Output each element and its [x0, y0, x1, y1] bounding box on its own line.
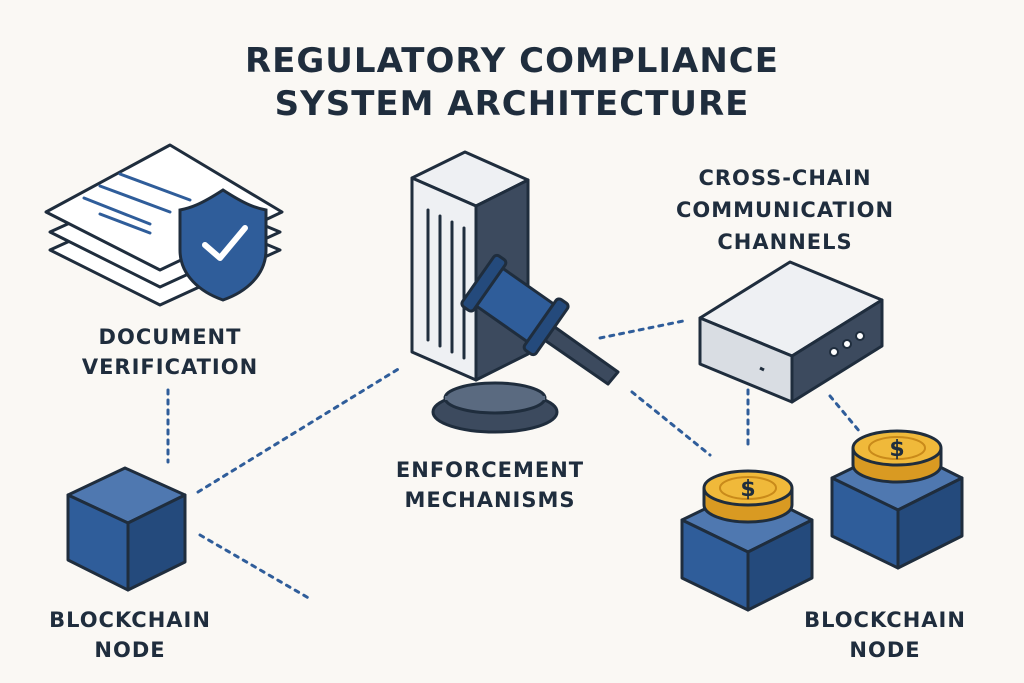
- blockchain-node-right-line-1: BLOCKCHAIN: [804, 608, 966, 632]
- title-line-2: SYSTEM ARCHITECTURE: [274, 84, 750, 124]
- connector-node-to-enforcement: [196, 366, 402, 494]
- blockchain-node-right-line-2: NODE: [849, 638, 921, 662]
- coin-symbol-a: $: [740, 477, 755, 502]
- cross-chain-router-icon: [698, 260, 884, 404]
- shield-check-icon: [178, 188, 268, 302]
- blockchain-node-left-cube-icon: [66, 466, 187, 592]
- cross-chain-line-3: CHANNELS: [717, 230, 853, 254]
- blockchain-node-left-line-1: BLOCKCHAIN: [49, 608, 211, 632]
- blockchain-node-left-line-2: NODE: [94, 638, 166, 662]
- document-verification-label: DOCUMENT VERIFICATION: [50, 322, 290, 382]
- coin-stack-a-icon: $: [702, 469, 794, 524]
- enforcement-label: ENFORCEMENT MECHANISMS: [365, 455, 615, 515]
- enforcement-line-1: ENFORCEMENT: [395, 458, 585, 482]
- connector-enforcement-to-coin-node: [630, 390, 712, 457]
- gavel-icon: [431, 253, 620, 434]
- connector-router-to-node-b: [828, 394, 862, 434]
- cross-chain-label: CROSS-CHAIN COMMUNICATION CHANNELS: [650, 162, 920, 258]
- connector-enforcement-to-router: [598, 318, 690, 340]
- title-line-1: REGULATORY COMPLIANCE: [244, 41, 779, 81]
- document-verification-line-1: DOCUMENT: [98, 325, 242, 349]
- blockchain-node-right-label: BLOCKCHAIN NODE: [785, 605, 985, 665]
- enforcement-line-2: MECHANISMS: [404, 488, 576, 512]
- document-verification-line-2: VERIFICATION: [81, 355, 259, 379]
- coin-stack-b-icon: $: [851, 429, 943, 484]
- server-tower-icon: [410, 150, 530, 382]
- blockchain-node-left-label: BLOCKCHAIN NODE: [35, 605, 225, 665]
- connector-node-to-offscreen: [198, 533, 314, 602]
- coin-symbol-b: $: [889, 437, 904, 462]
- cross-chain-line-2: COMMUNICATION: [675, 198, 895, 222]
- connectors: [166, 318, 862, 602]
- cross-chain-line-1: CROSS-CHAIN: [698, 166, 872, 190]
